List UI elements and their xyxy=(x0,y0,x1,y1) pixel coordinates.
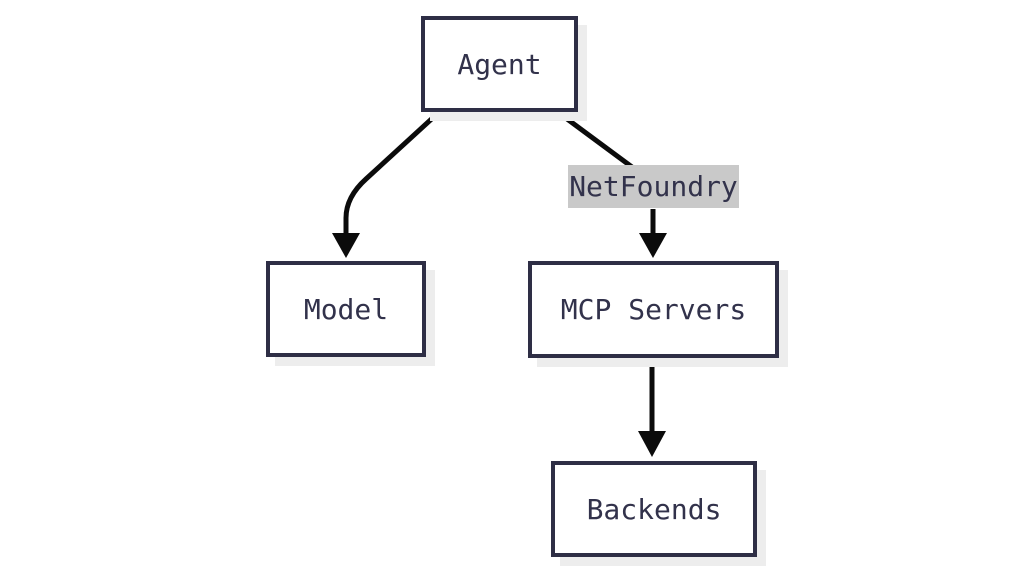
arrow-netfoundry-to-mcp-servers xyxy=(639,209,667,258)
arrow-agent-to-netfoundry xyxy=(557,110,634,170)
node-agent-label: Agent xyxy=(457,47,542,81)
node-agent: Agent xyxy=(421,16,578,112)
edge-label-netfoundry-text: NetFoundry xyxy=(569,170,738,203)
arrow-mcp-servers-to-backends xyxy=(638,358,666,457)
edge-label-netfoundry: NetFoundry xyxy=(568,165,739,208)
arrow-agent-to-model xyxy=(332,112,439,258)
node-model-label: Model xyxy=(303,292,389,326)
node-mcp-servers: MCP Servers xyxy=(528,261,779,358)
node-backends-label: Backends xyxy=(586,492,722,526)
node-model: Model xyxy=(266,261,426,357)
node-backends: Backends xyxy=(551,461,757,557)
node-mcp-servers-label: MCP Servers xyxy=(560,293,747,326)
